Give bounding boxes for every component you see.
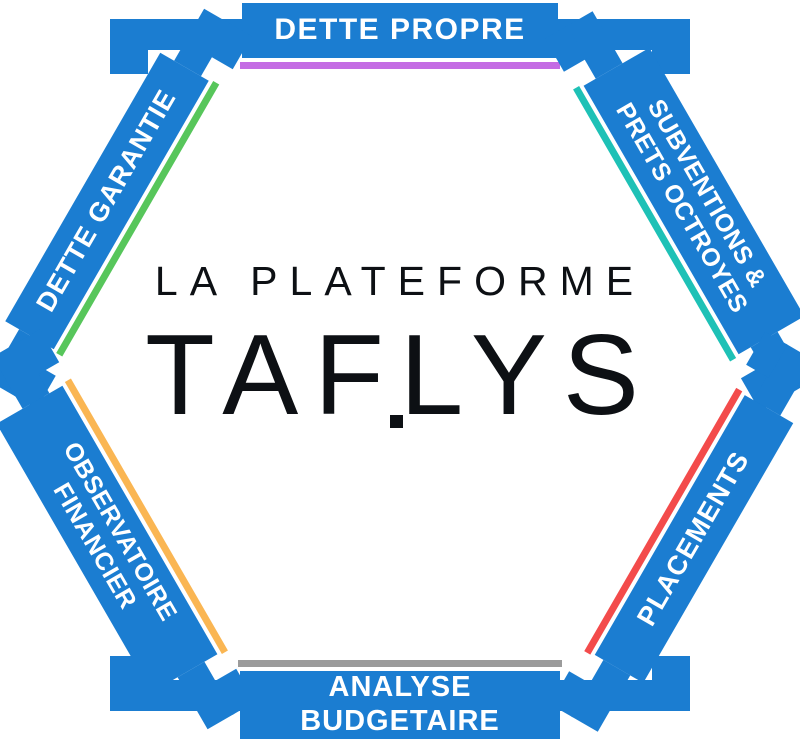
- brand-letters-post: LYS: [399, 312, 655, 439]
- module-bar: ANALYSE BUDGETAIRE: [238, 660, 562, 739]
- brand-letters-pre: TA: [145, 312, 315, 439]
- module-label: ANALYSE: [328, 671, 472, 704]
- connector-arm: [560, 655, 690, 711]
- module-bar-analyse-budgetaire[interactable]: ANALYSE BUDGETAIRE: [110, 655, 690, 739]
- brand-stylized-e: F: [314, 319, 403, 433]
- letter-e-dot: [389, 415, 403, 428]
- connector-arm: [173, 8, 231, 77]
- accent-line: [238, 660, 562, 667]
- logo-tagline: LA PLATEFORME: [154, 258, 646, 304]
- module-bar: DETTE PROPRE: [240, 3, 560, 69]
- connector-arm: [110, 655, 240, 711]
- module-label: DETTE PROPRE: [274, 13, 526, 47]
- accent-line: [240, 62, 560, 69]
- module-label: BUDGETAIRE: [300, 705, 500, 737]
